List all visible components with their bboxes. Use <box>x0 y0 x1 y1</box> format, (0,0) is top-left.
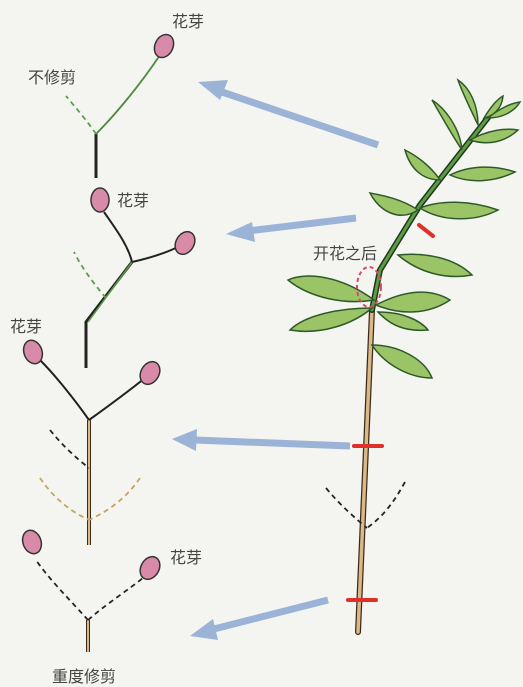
new-shoot <box>96 55 160 134</box>
arrow-to-heavy-prune <box>190 600 328 640</box>
cut-mark-top <box>419 225 433 236</box>
main-branch <box>288 80 520 632</box>
flower-bud <box>151 31 177 60</box>
leaf <box>376 292 450 312</box>
leaf <box>420 202 498 219</box>
variant-no-prune <box>66 31 177 178</box>
new-shoot-dashed <box>36 560 88 620</box>
label-heavy-prune: 重度修剪 <box>52 663 116 687</box>
old-branch-dashed <box>50 430 89 468</box>
arrow-to-no-prune <box>198 80 378 145</box>
leaf <box>458 80 478 125</box>
flower-bud <box>19 528 44 557</box>
label-after-flowering: 开花之后 <box>313 240 377 264</box>
label-flower-bud-top: 花芽 <box>172 8 204 32</box>
leaf <box>288 276 374 302</box>
leaf <box>450 167 515 181</box>
leaf <box>290 308 372 331</box>
flower-bud <box>91 188 109 212</box>
label-no-prune: 不修剪 <box>28 64 76 88</box>
variant-medium-prune <box>20 338 163 545</box>
label-flower-bud-bottom: 花芽 <box>170 544 202 568</box>
label-flower-bud-second: 花芽 <box>117 187 149 211</box>
leaf <box>378 312 428 330</box>
flower-bud <box>136 358 164 388</box>
new-shoot-dashed <box>88 578 143 620</box>
variant-heavy-prune <box>19 528 163 652</box>
arrow-to-light-prune <box>226 218 356 242</box>
label-flower-bud-third: 花芽 <box>10 313 42 337</box>
flower-bud <box>136 553 164 583</box>
leaf <box>372 345 432 378</box>
old-branch-dashed <box>74 252 106 298</box>
old-branch-dashed <box>66 96 96 134</box>
leaf <box>432 100 462 150</box>
arrows <box>172 80 378 640</box>
arrow-to-medium-prune <box>172 429 350 451</box>
leaf <box>398 254 472 276</box>
variant-light-prune <box>74 188 199 368</box>
flower-bud <box>171 228 199 258</box>
leaf <box>370 193 418 215</box>
leaf <box>405 150 440 180</box>
